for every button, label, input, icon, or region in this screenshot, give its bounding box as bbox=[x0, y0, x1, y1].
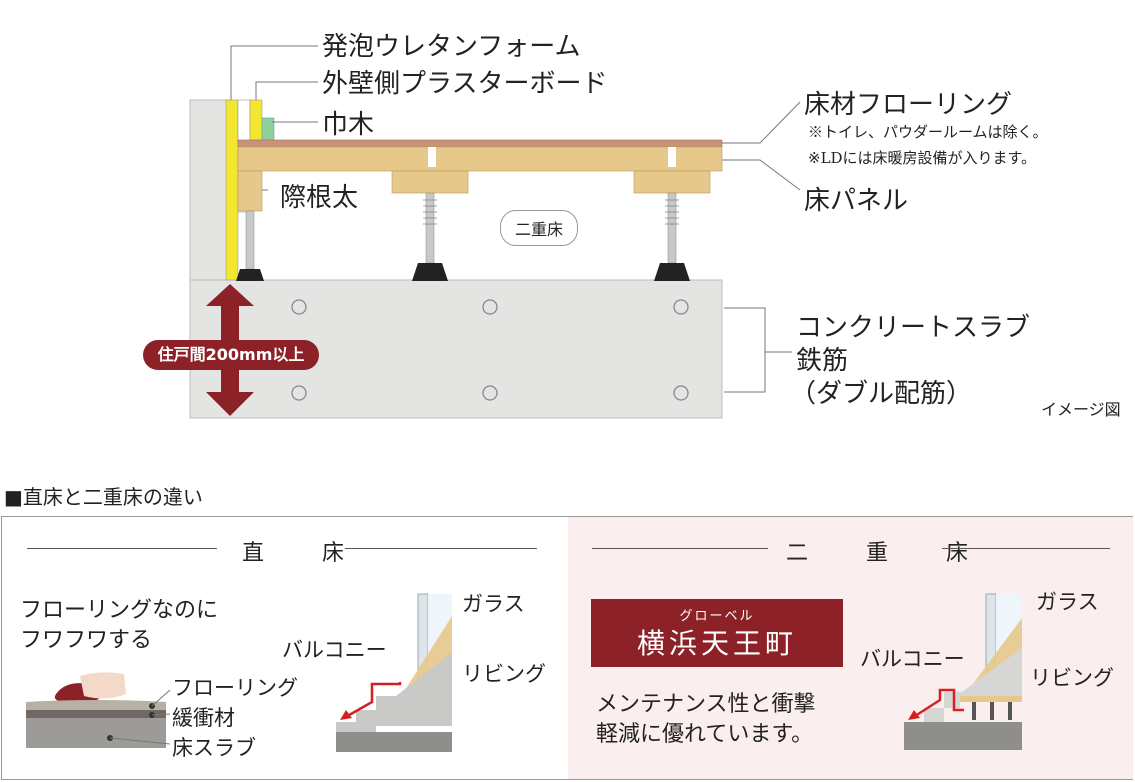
right-rule-b bbox=[942, 548, 1110, 549]
left-glass-label: ガラス bbox=[462, 592, 525, 616]
support-bolts bbox=[236, 192, 690, 281]
thickness-badge: 住戸間200mm以上 bbox=[143, 340, 319, 370]
left-desc-line2: フワフワする bbox=[20, 628, 153, 653]
flooring-layer bbox=[237, 139, 723, 148]
left-heading: 直 床 bbox=[242, 541, 363, 566]
right-glass-label: ガラス bbox=[1036, 590, 1099, 614]
label-baseboard: 巾木 bbox=[322, 110, 375, 140]
left-layer-slab: 床スラブ bbox=[172, 736, 256, 760]
left-living-label: リビング bbox=[462, 662, 546, 686]
right-living-label: リビング bbox=[1030, 666, 1114, 690]
direct-floor-illustration bbox=[26, 672, 171, 748]
right-heading: 二 重 床 bbox=[786, 541, 987, 566]
left-rule-b bbox=[345, 548, 537, 549]
label-floor-panel: 床パネル bbox=[804, 186, 909, 216]
left-layer-flooring: フローリング bbox=[172, 676, 298, 700]
double-floor-section bbox=[904, 593, 1022, 750]
label-flooring-note1: ※トイレ、パウダールームは除く。 bbox=[808, 123, 1048, 141]
edge-joist-block bbox=[237, 170, 263, 212]
brand-box: グローベル 横浜天王町 bbox=[591, 599, 843, 667]
brand-big: 横浜天王町 bbox=[636, 627, 797, 660]
image-note: イメージ図 bbox=[1041, 400, 1121, 419]
left-balcony-label: バルコニー bbox=[282, 638, 387, 662]
label-concrete: コンクリートスラブ bbox=[796, 313, 1031, 343]
baseboard bbox=[261, 117, 275, 141]
left-rule-a bbox=[27, 548, 217, 549]
floor-panel bbox=[237, 146, 723, 172]
double-floor-diagram bbox=[189, 45, 801, 419]
urethane-foam bbox=[225, 99, 239, 281]
rebar-circles bbox=[291, 299, 689, 401]
label-rebar-double: （ダブル配筋） bbox=[790, 379, 973, 409]
label-plasterboard: 外壁側プラスターボード bbox=[322, 69, 608, 99]
left-layer-cushion: 緩衝材 bbox=[172, 706, 235, 730]
right-rule-a bbox=[592, 548, 768, 549]
left-desc-line1: フローリングなのに bbox=[20, 598, 219, 623]
right-balcony-label: バルコニー bbox=[860, 647, 965, 671]
leader-lines bbox=[230, 45, 801, 393]
double-floor-pill: 二重床 bbox=[500, 210, 579, 246]
direct-floor-section bbox=[336, 593, 452, 752]
brand-small: グローベル bbox=[679, 609, 755, 624]
label-flooring-note2: ※LDには床暖房設備が入ります。 bbox=[808, 149, 1037, 167]
label-urethane: 発泡ウレタンフォーム bbox=[322, 32, 581, 62]
comparison-box bbox=[1, 516, 1133, 780]
label-rebar: 鉄筋 bbox=[796, 346, 849, 376]
label-flooring: 床材フローリング bbox=[804, 90, 1013, 120]
section-title: ■直床と二重床の違い bbox=[4, 485, 203, 509]
right-desc-line2: 軽減に優れています。 bbox=[596, 722, 814, 747]
right-desc-line1: メンテナンス性と衝撃 bbox=[596, 692, 816, 717]
label-edge-joist: 際根太 bbox=[280, 183, 359, 213]
